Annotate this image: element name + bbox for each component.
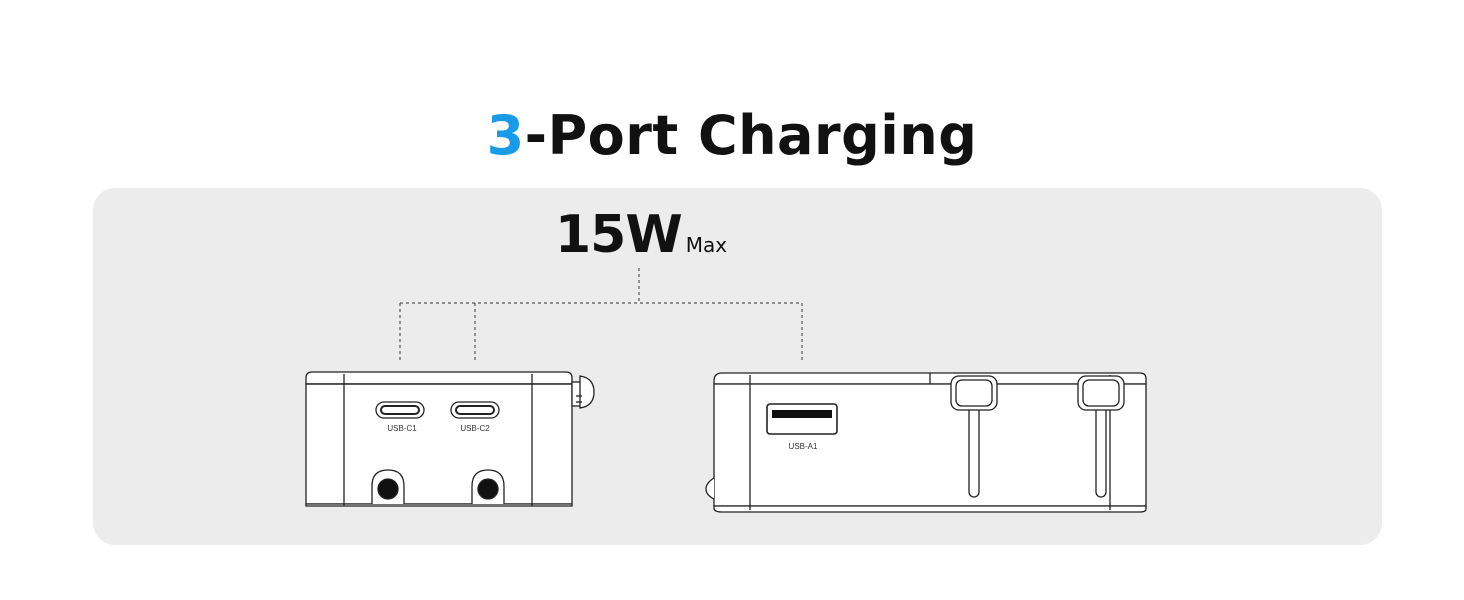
charger-side-view xyxy=(705,372,1147,513)
usb-a1-port xyxy=(766,403,838,435)
connector-lines xyxy=(399,268,803,362)
page-title: 3-Port Charging xyxy=(0,104,1464,167)
power-value: 15W xyxy=(555,205,683,265)
title-number: 3 xyxy=(486,104,525,167)
usb-a1-label: USB-A1 xyxy=(789,442,818,451)
usb-c2-label: USB-C2 xyxy=(460,424,490,433)
title-text: -Port Charging xyxy=(524,104,978,167)
charger-front-view xyxy=(305,371,595,507)
usb-c1-label: USB-C1 xyxy=(387,424,417,433)
power-unit: Max xyxy=(685,233,728,257)
